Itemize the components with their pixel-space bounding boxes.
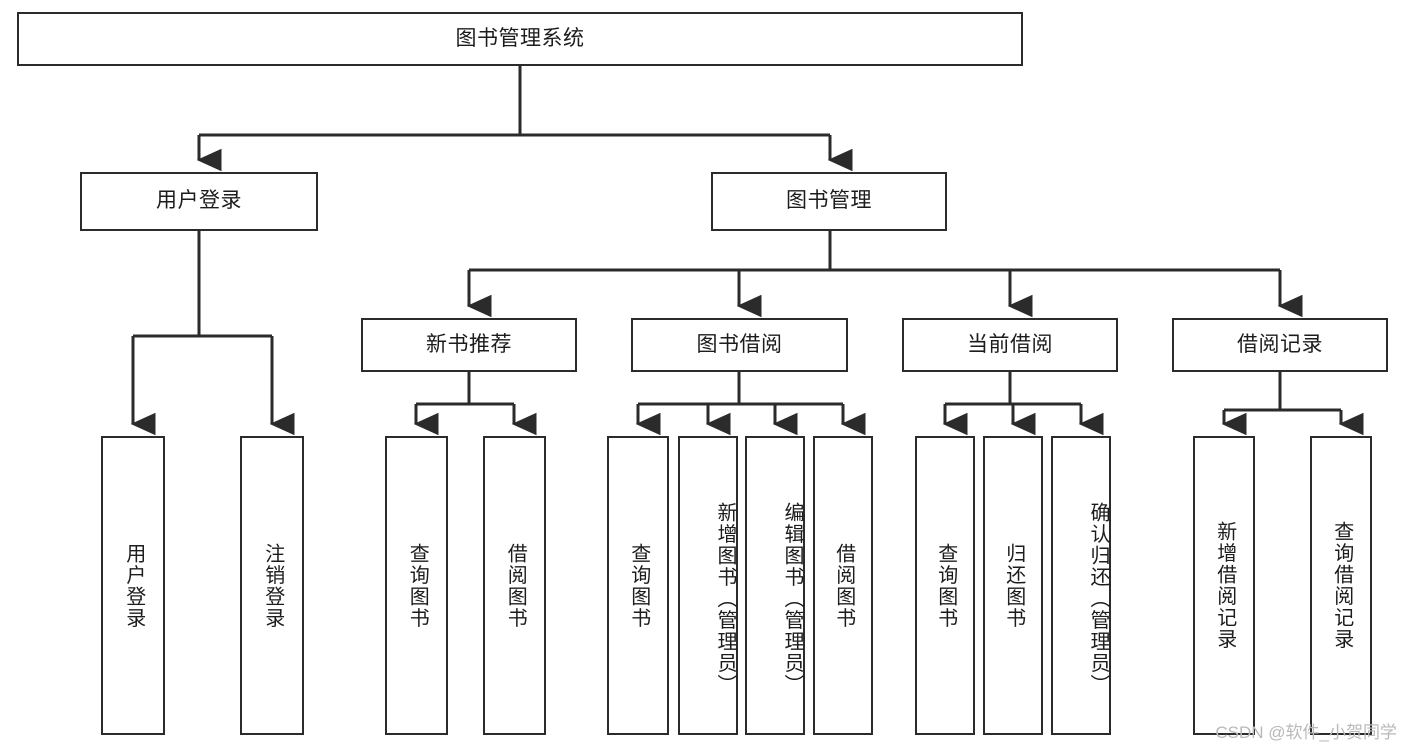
edge-group-book-borrow <box>635 372 866 436</box>
edge-group-current-borrow <box>942 372 1104 436</box>
node-leaf-borrow-book-label: 借阅图书 <box>832 542 855 629</box>
node-leaf-user-login[interactable]: 用户登录 <box>101 436 165 735</box>
edge-group-user-login <box>130 231 295 436</box>
node-user-login-label: 用户登录 <box>156 189 242 213</box>
node-leaf-query-book-current[interactable]: 查询图书 <box>915 436 975 735</box>
node-leaf-user-login-label: 用户登录 <box>122 542 145 629</box>
node-new-book-recommend-label: 新书推荐 <box>426 332 512 356</box>
node-leaf-logout-label: 注销登录 <box>261 542 284 629</box>
node-leaf-borrow-book[interactable]: 借阅图书 <box>813 436 873 735</box>
csdn-watermark: CSDN @软件_小贺同学 <box>1215 723 1397 742</box>
node-leaf-edit-book[interactable]: 编辑图书（管理员） <box>745 436 805 735</box>
node-leaf-query-borrow-record-label: 查询借阅记录 <box>1330 521 1353 650</box>
node-leaf-query-borrow-record[interactable]: 查询借阅记录 <box>1310 436 1372 735</box>
node-new-book-recommend[interactable]: 新书推荐 <box>361 318 577 372</box>
node-leaf-query-book-recommend-label: 查询图书 <box>406 542 429 629</box>
node-book-manage[interactable]: 图书管理 <box>711 172 947 231</box>
node-borrow-record[interactable]: 借阅记录 <box>1172 318 1388 372</box>
node-leaf-query-book-borrow-label: 查询图书 <box>627 542 650 629</box>
node-leaf-add-book[interactable]: 新增图书（管理员） <box>678 436 738 735</box>
node-leaf-borrow-book-recommend[interactable]: 借阅图书 <box>483 436 546 735</box>
node-book-borrow-label: 图书借阅 <box>696 332 783 356</box>
node-borrow-record-label: 借阅记录 <box>1237 332 1323 356</box>
node-current-borrow[interactable]: 当前借阅 <box>902 318 1118 372</box>
node-leaf-query-book-current-label: 查询图书 <box>934 542 957 629</box>
node-leaf-query-book-recommend[interactable]: 查询图书 <box>385 436 448 735</box>
edge-group-borrow-record <box>1221 372 1364 436</box>
node-leaf-borrow-book-recommend-label: 借阅图书 <box>504 542 527 629</box>
node-leaf-confirm-return-label: 确认归还（管理员） <box>1087 501 1109 696</box>
node-leaf-add-borrow-record[interactable]: 新增借阅记录 <box>1193 436 1255 735</box>
node-leaf-edit-book-label: 编辑图书（管理员） <box>781 501 803 696</box>
edge-group-book-manage <box>466 231 1303 318</box>
node-leaf-return-book[interactable]: 归还图书 <box>983 436 1043 735</box>
node-root[interactable]: 图书管理系统 <box>17 12 1023 66</box>
node-book-manage-label: 图书管理 <box>786 189 872 213</box>
edge-group-new-book-rec <box>413 372 537 436</box>
node-current-borrow-label: 当前借阅 <box>967 332 1053 356</box>
node-user-login[interactable]: 用户登录 <box>80 172 318 231</box>
node-leaf-return-book-label: 归还图书 <box>1002 542 1025 629</box>
node-root-label: 图书管理系统 <box>455 26 585 50</box>
node-leaf-add-borrow-record-label: 新增借阅记录 <box>1213 521 1236 650</box>
node-book-borrow[interactable]: 图书借阅 <box>631 318 848 372</box>
node-leaf-add-book-label: 新增图书（管理员） <box>714 501 736 696</box>
edge-group-root <box>196 66 853 172</box>
node-leaf-query-book-borrow[interactable]: 查询图书 <box>607 436 669 735</box>
node-leaf-confirm-return[interactable]: 确认归还（管理员） <box>1051 436 1111 735</box>
node-leaf-logout[interactable]: 注销登录 <box>240 436 304 735</box>
